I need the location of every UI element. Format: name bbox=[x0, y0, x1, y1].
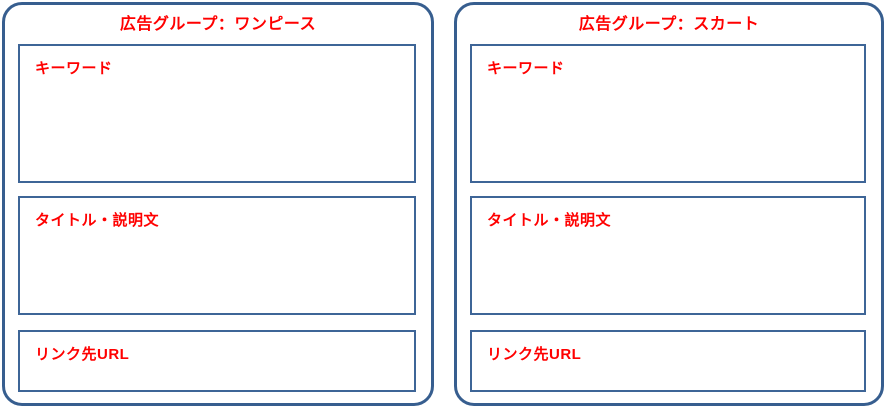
link-url-label: リンク先URL bbox=[35, 346, 130, 363]
keyword-label: キーワード bbox=[35, 60, 113, 77]
keyword-box: キーワード bbox=[470, 44, 866, 183]
panel-title: 広告グループ：ワンピース bbox=[119, 16, 317, 33]
link-url-box: リンク先URL bbox=[18, 330, 416, 392]
panel-title: 広告グループ：スカート bbox=[578, 16, 760, 33]
link-url-label: リンク先URL bbox=[487, 346, 582, 363]
keyword-label: キーワード bbox=[487, 60, 565, 77]
title-description-box: タイトル・説明文 bbox=[18, 196, 416, 315]
ad-group-panel-skirt: 広告グループ：スカート キーワード タイトル・説明文 リンク先URL bbox=[454, 2, 884, 406]
title-description-label: タイトル・説明文 bbox=[487, 212, 612, 229]
title-description-label: タイトル・説明文 bbox=[35, 212, 160, 229]
title-description-box: タイトル・説明文 bbox=[470, 196, 866, 315]
keyword-box: キーワード bbox=[18, 44, 416, 183]
link-url-box: リンク先URL bbox=[470, 330, 866, 392]
ad-group-panel-onepiece: 広告グループ：ワンピース キーワード タイトル・説明文 リンク先URL bbox=[2, 2, 434, 406]
